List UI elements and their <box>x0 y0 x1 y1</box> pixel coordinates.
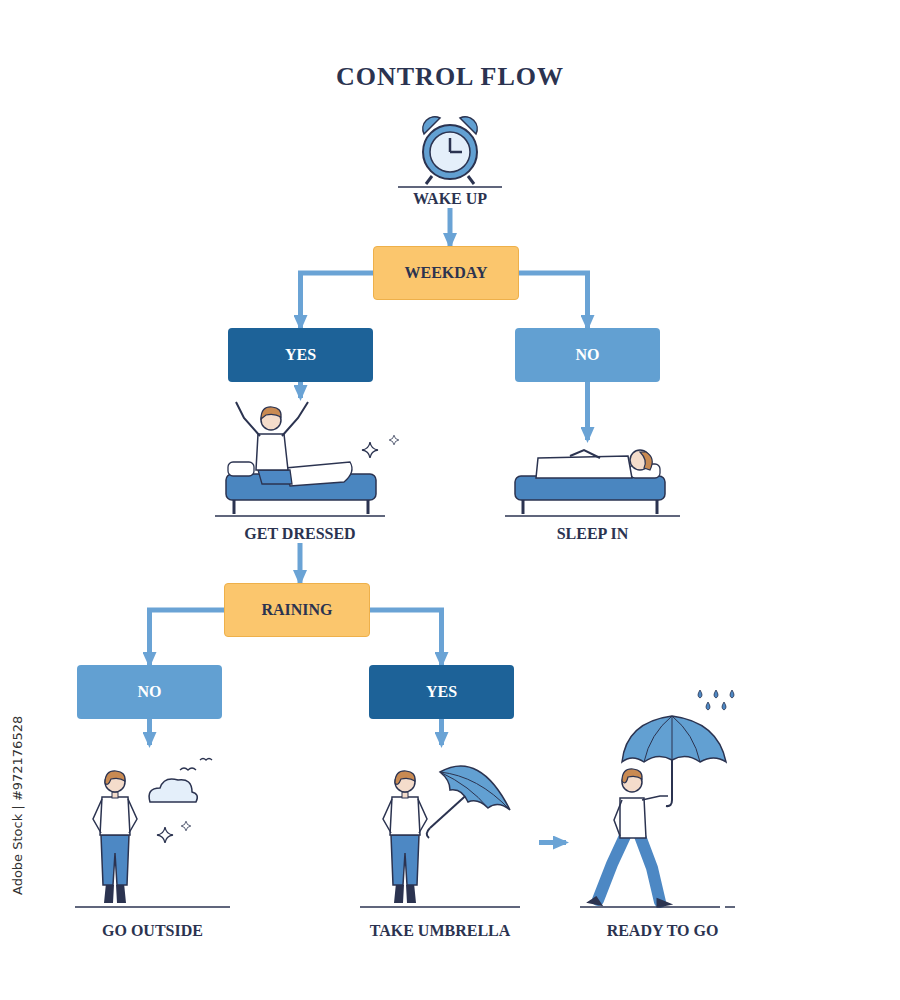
watermark: Adobe Stock | #972176528 <box>10 716 25 895</box>
answer-box: NO <box>515 328 660 382</box>
box-label: NO <box>138 683 162 701</box>
answer-box: NO <box>77 665 222 719</box>
step-illustration: TAKE UMBRELLA <box>341 745 539 940</box>
step-illustration: READY TO GO <box>566 690 759 940</box>
diagram-title: CONTROL FLOW <box>0 62 900 92</box>
woman-sleeping <box>505 450 680 516</box>
step-caption: TAKE UMBRELLA <box>341 922 539 940</box>
woman-with-umbrella <box>360 766 520 907</box>
step-caption: WAKE UP <box>381 190 519 208</box>
flow-arrow <box>519 273 588 328</box>
flow-arrow <box>585 382 590 440</box>
flow-arrow <box>439 719 444 745</box>
box-label: WEEKDAY <box>405 264 488 282</box>
step-caption: SLEEP IN <box>491 525 694 543</box>
box-label: RAINING <box>261 601 332 619</box>
box-label: YES <box>426 683 457 701</box>
start-step: WAKE UP <box>381 112 519 208</box>
step-caption: READY TO GO <box>566 922 759 940</box>
answer-box: YES <box>228 328 373 382</box>
alarm-clock <box>398 117 502 187</box>
flow-arrow <box>298 382 303 398</box>
step-illustration: GO OUTSIDE <box>51 745 254 940</box>
box-label: YES <box>285 346 316 364</box>
flow-arrow <box>539 840 566 845</box>
decision-box: WEEKDAY <box>373 246 519 300</box>
woman-walking-in-rain <box>580 690 735 907</box>
step-caption: GET DRESSED <box>201 525 399 543</box>
answer-box: YES <box>369 665 514 719</box>
box-label: NO <box>576 346 600 364</box>
decision-box: RAINING <box>224 583 370 637</box>
flow-arrow <box>370 610 442 665</box>
flow-arrow <box>150 610 225 665</box>
step-illustration: SLEEP IN <box>491 440 694 543</box>
woman-outside <box>75 759 230 908</box>
flow-arrow <box>298 543 303 583</box>
flow-arrow <box>448 208 453 246</box>
step-caption: GO OUTSIDE <box>51 922 254 940</box>
step-illustration: GET DRESSED <box>201 398 399 543</box>
flow-arrow <box>147 719 152 745</box>
woman-waking <box>215 402 399 516</box>
flow-arrow <box>301 273 374 328</box>
